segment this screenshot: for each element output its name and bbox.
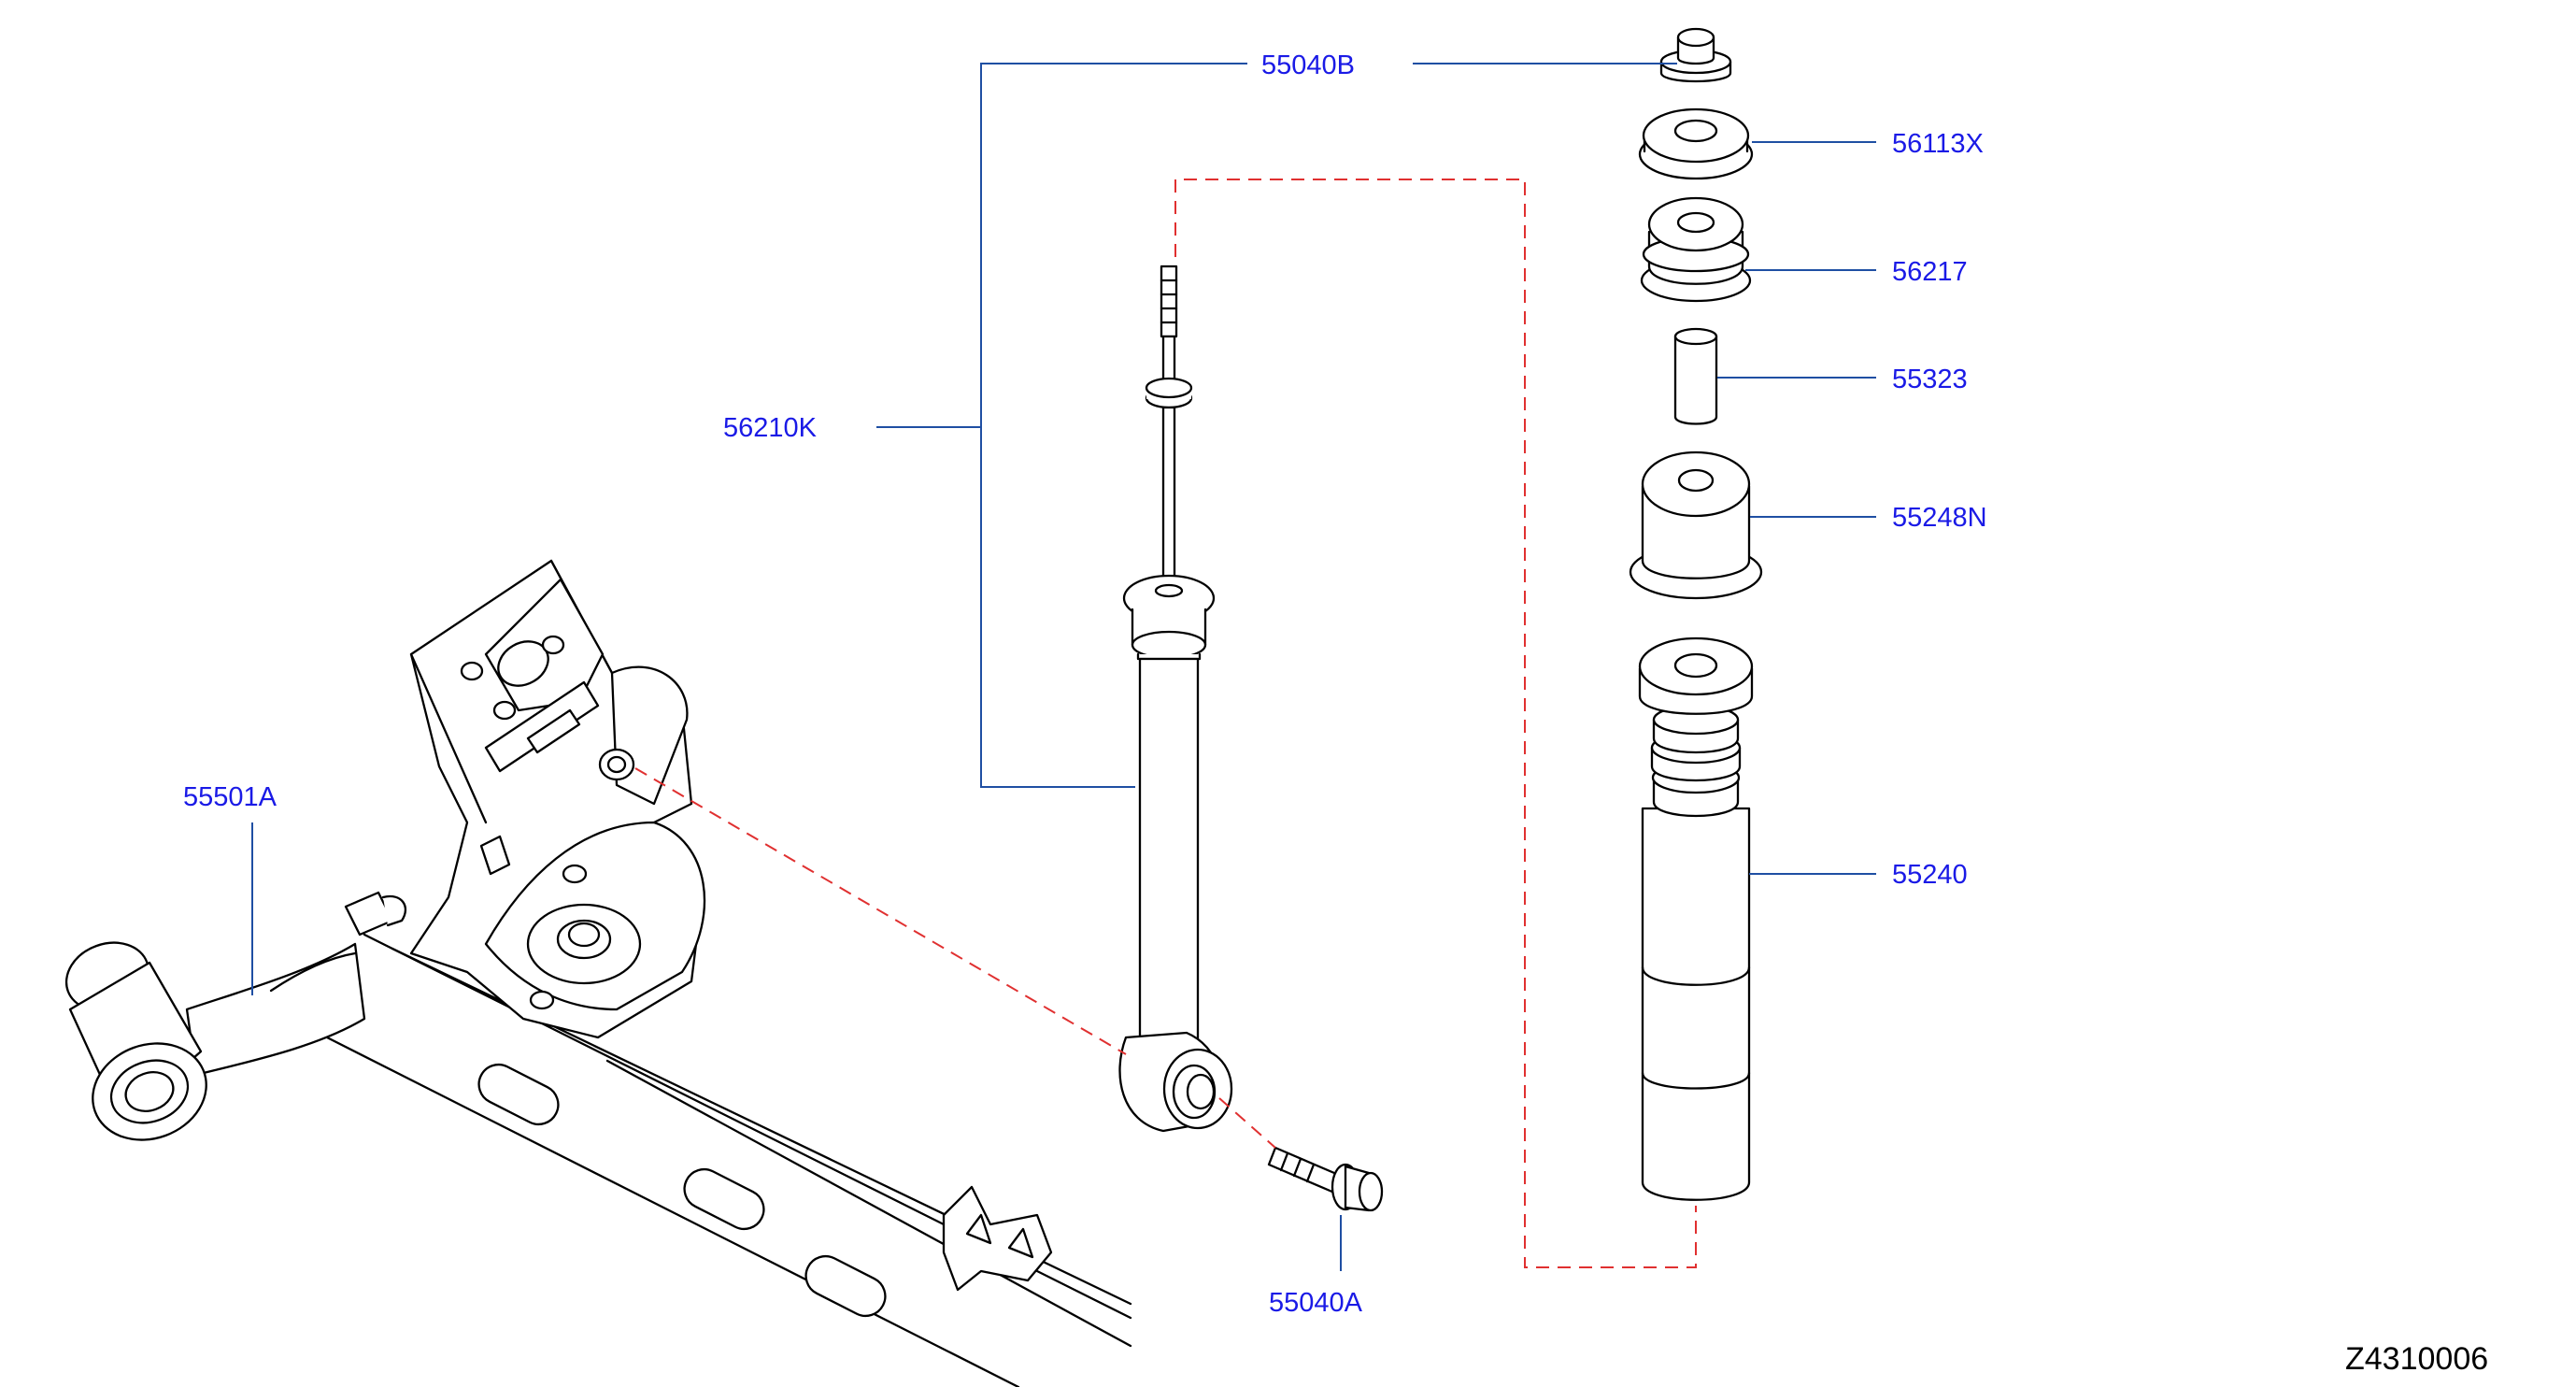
part-label-55501A: 55501A [183,782,278,812]
rear-axle-beam-illustration [0,559,1132,1387]
dust-cover-cup-illustration [1629,450,1763,600]
bolt-illustration [1267,1146,1384,1212]
bump-stop-boot-illustration [1638,636,1754,1201]
shock-absorber-illustration [1118,265,1233,1133]
part-label-55040B: 55040B [1261,50,1355,80]
trailing-arm-bushing [64,941,207,1141]
leader-lines [251,63,1876,1271]
diagram-code: Z4310006 [2345,1341,2488,1377]
beam-slot-2 [683,1167,765,1231]
upper-bushing-illustration [1640,196,1752,303]
part-label-56210K: 56210K [723,413,818,443]
part-label-55040A: 55040A [1269,1288,1363,1318]
washer-illustration [1638,107,1754,180]
reference-dashed-lines [634,179,1697,1268]
part-label-55248N: 55248N [1892,503,1987,533]
part-label-55240: 55240 [1892,860,1968,890]
shock-mount-bracket [344,559,706,1039]
spacer-sleeve-illustration [1673,327,1718,425]
shock-lower-eye [1118,1031,1233,1133]
part-label-56217: 56217 [1892,257,1968,287]
beam-slot-1 [477,1063,560,1126]
beam-slot-3 [804,1254,887,1318]
part-label-56113X: 56113X [1892,129,1984,159]
nut-illustration [1659,27,1732,83]
part-label-55323: 55323 [1892,365,1968,394]
